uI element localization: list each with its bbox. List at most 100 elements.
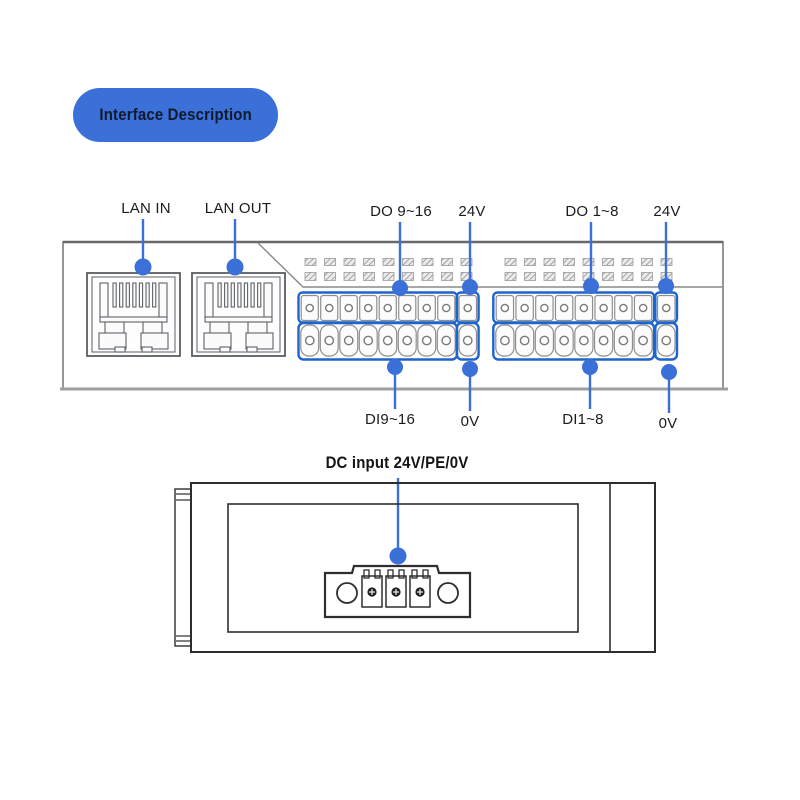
vent-slot [402, 258, 414, 266]
vent-slot [602, 272, 614, 281]
vent-slot [543, 272, 556, 281]
vent-slot [524, 258, 536, 266]
0v-left-pointer-dot [462, 361, 478, 377]
vent-slot [504, 258, 517, 266]
vent-slot [421, 272, 434, 281]
vent-slot [382, 272, 395, 281]
vent-slot [343, 272, 356, 281]
terminal-hole [520, 303, 529, 313]
vent-slot [402, 272, 414, 281]
terminal-hole [579, 303, 589, 313]
terminal-hole [559, 303, 569, 313]
24v-right-pointer-dot [658, 278, 674, 294]
rj45-port-lan-out [191, 272, 286, 357]
terminal-hole [618, 335, 629, 346]
terminal-cells [300, 294, 676, 357]
vent-slot [621, 272, 634, 281]
terminal-hole [463, 303, 473, 313]
terminal-hole [363, 335, 374, 346]
0v-left-outline [455, 321, 480, 361]
terminal-hole [519, 335, 530, 346]
vent-slot [363, 258, 375, 266]
terminal-hole [402, 303, 412, 313]
vent-slot [543, 258, 556, 266]
dc-pin [409, 575, 431, 608]
label-dc-input: DC input 24V/PE/0V [325, 453, 469, 472]
interface-description-button[interactable]: Interface Description [73, 88, 278, 142]
front-recess [227, 503, 579, 633]
callout-pointers [134, 219, 677, 565]
terminal-hole [382, 335, 393, 346]
0v-right-outline [654, 321, 679, 361]
vent-slot [363, 272, 375, 281]
dc-input-pointer-dot [389, 547, 407, 565]
connector-mount-hole [437, 582, 459, 604]
pin-prong [374, 569, 381, 579]
lan-out-pointer-dot [226, 258, 244, 276]
terminal-hole [578, 335, 589, 346]
vent-slot [324, 272, 336, 281]
pin-prong [387, 569, 394, 579]
terminal-hole [661, 335, 672, 346]
pin-prong [422, 569, 429, 579]
terminal-hole [383, 303, 393, 313]
terminal-group-outlines [297, 291, 679, 361]
terminal-hole [402, 335, 413, 346]
24v-left-pointer-dot [462, 279, 478, 295]
terminal-hole [599, 303, 608, 313]
terminal-hole [363, 303, 373, 313]
vent-slot [602, 258, 614, 266]
vent-slot [421, 258, 434, 266]
terminal-hole [462, 335, 473, 346]
terminal-hole [540, 303, 549, 313]
vent-slot [621, 258, 634, 266]
0v-right-pointer-dot [661, 364, 677, 380]
terminal-hole [598, 335, 609, 346]
terminal-hole [421, 335, 432, 346]
label-do-1-8: DO 1~8 [565, 203, 619, 220]
pin-prong [411, 569, 418, 579]
di-9-16-pointer-dot [387, 359, 403, 375]
rj45-port-lan-in [86, 272, 181, 357]
terminal-hole [324, 303, 334, 313]
vent-slot [524, 272, 536, 281]
terminal-hole [638, 335, 649, 346]
dc-input-pins [361, 569, 431, 608]
terminal-hole [344, 303, 354, 313]
terminal-hole [619, 303, 628, 313]
do-1-8-pointer-dot [583, 278, 599, 294]
terminal-hole [441, 303, 451, 313]
terminal-hole [559, 335, 570, 346]
dc-pin [385, 575, 407, 608]
pin-prong [398, 569, 405, 579]
panel-chamfer-line [257, 242, 722, 288]
vent-slot [563, 258, 575, 266]
vent-slot [441, 258, 453, 266]
connector-mount-hole [336, 582, 358, 604]
label-do-9-16: DO 9~16 [370, 203, 432, 220]
label-di-9-16: DI9~16 [365, 411, 415, 428]
vent-slot [441, 272, 453, 281]
vent-slot [304, 272, 317, 281]
label-0v-left: 0V [460, 413, 480, 430]
label-di-1-8: DI1~8 [562, 411, 604, 428]
vent-slot [582, 258, 595, 266]
interface-description-label: Interface Description [99, 105, 252, 124]
label-0v-right: 0V [658, 415, 678, 432]
terminal-hole [422, 303, 432, 313]
bottom-device-panel [174, 482, 656, 653]
pin-prong [363, 569, 370, 579]
dc-pin [361, 575, 383, 608]
vent-slot [460, 258, 473, 266]
terminal-hole [343, 335, 354, 346]
label-24v-right: 24V [653, 203, 681, 220]
vent-slot [641, 258, 653, 266]
vent-slot [324, 258, 336, 266]
terminal-hole [500, 303, 510, 313]
lan-in-pointer-dot [134, 258, 152, 276]
terminal-hole [324, 335, 335, 346]
terminal-hole [638, 303, 648, 313]
vent-slot [382, 258, 395, 266]
label-24v-left: 24V [458, 203, 486, 220]
